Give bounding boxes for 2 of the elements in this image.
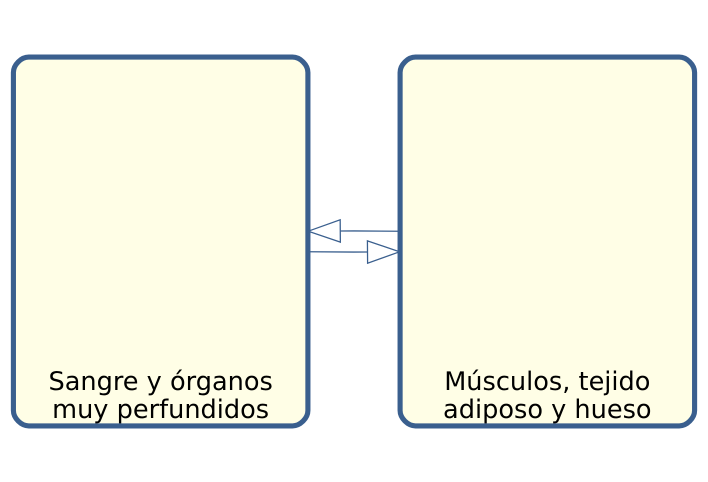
node-box: Sangre y órganos muy perfundidos	[10, 54, 310, 428]
node-box: Músculos, tejido adiposo y hueso	[398, 54, 698, 428]
